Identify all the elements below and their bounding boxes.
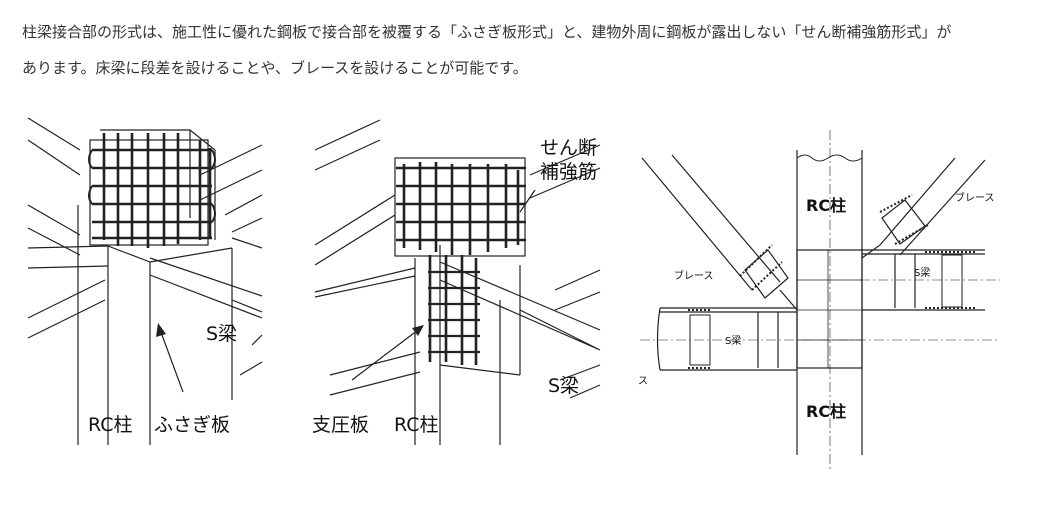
d1-column-label: RC柱: [88, 414, 133, 436]
d3-beam-label-left: S梁: [725, 334, 741, 347]
d3-brace-label-left: ブレース: [674, 269, 714, 282]
diagram-shear-rebar: [314, 119, 601, 445]
d1-beam-label: S梁: [206, 323, 237, 345]
d3-brace-label-right: ブレース: [955, 191, 995, 204]
diagram-elevation-brace: [640, 130, 1000, 470]
intro-text: 柱梁接合部の形式は、施工性に優れた鋼板で接合部を被覆する「ふさぎ板形式」と、建物…: [22, 14, 1042, 86]
diagram-cover-plate: [27, 117, 263, 445]
d2-beam-label: S梁: [548, 375, 579, 397]
d2-rebar-label-2: 補強筋: [540, 161, 597, 183]
d2-column-label: RC柱: [394, 414, 439, 436]
d3-beam-label-right: S梁: [914, 266, 930, 279]
d1-plate-label: ふさぎ板: [154, 414, 230, 436]
cover-plate-front: [107, 245, 233, 445]
d3-column-label-top: RC柱: [806, 196, 846, 215]
intro-line-2: あります。床梁に段差を設けることや、ブレースを設けることが可能です。: [22, 59, 528, 77]
d2-rebar-label-1: せん断: [540, 137, 597, 159]
d3-edge-label: ス: [638, 376, 648, 387]
d2-plate-label: 支圧板: [312, 414, 369, 436]
d3-column-label-bottom: RC柱: [806, 402, 846, 421]
intro-line-1: 柱梁接合部の形式は、施工性に優れた鋼板で接合部を被覆する「ふさぎ板形式」と、建物…: [22, 23, 952, 41]
